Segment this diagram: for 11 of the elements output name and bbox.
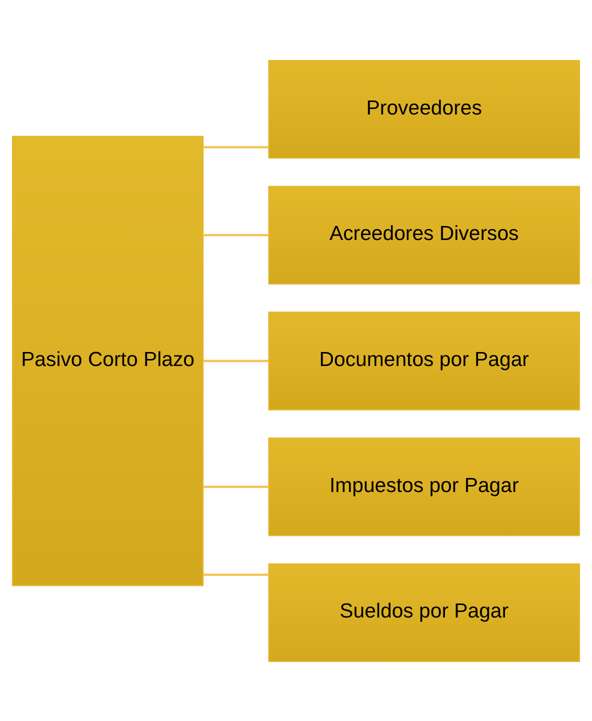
node-box: Sueldos por Pagar xyxy=(268,562,580,662)
node-box: Acreedores Diversos xyxy=(268,185,580,284)
node-box: Impuestos por Pagar xyxy=(268,437,580,536)
connector xyxy=(203,485,269,488)
node-box: Pasivo Corto Plazo xyxy=(12,135,204,586)
node-box: Documentos por Pagar xyxy=(268,311,580,410)
connector xyxy=(203,573,269,576)
connector xyxy=(203,359,269,362)
node-box: Proveedores xyxy=(268,59,580,158)
connector xyxy=(203,146,269,148)
connector xyxy=(203,234,269,236)
